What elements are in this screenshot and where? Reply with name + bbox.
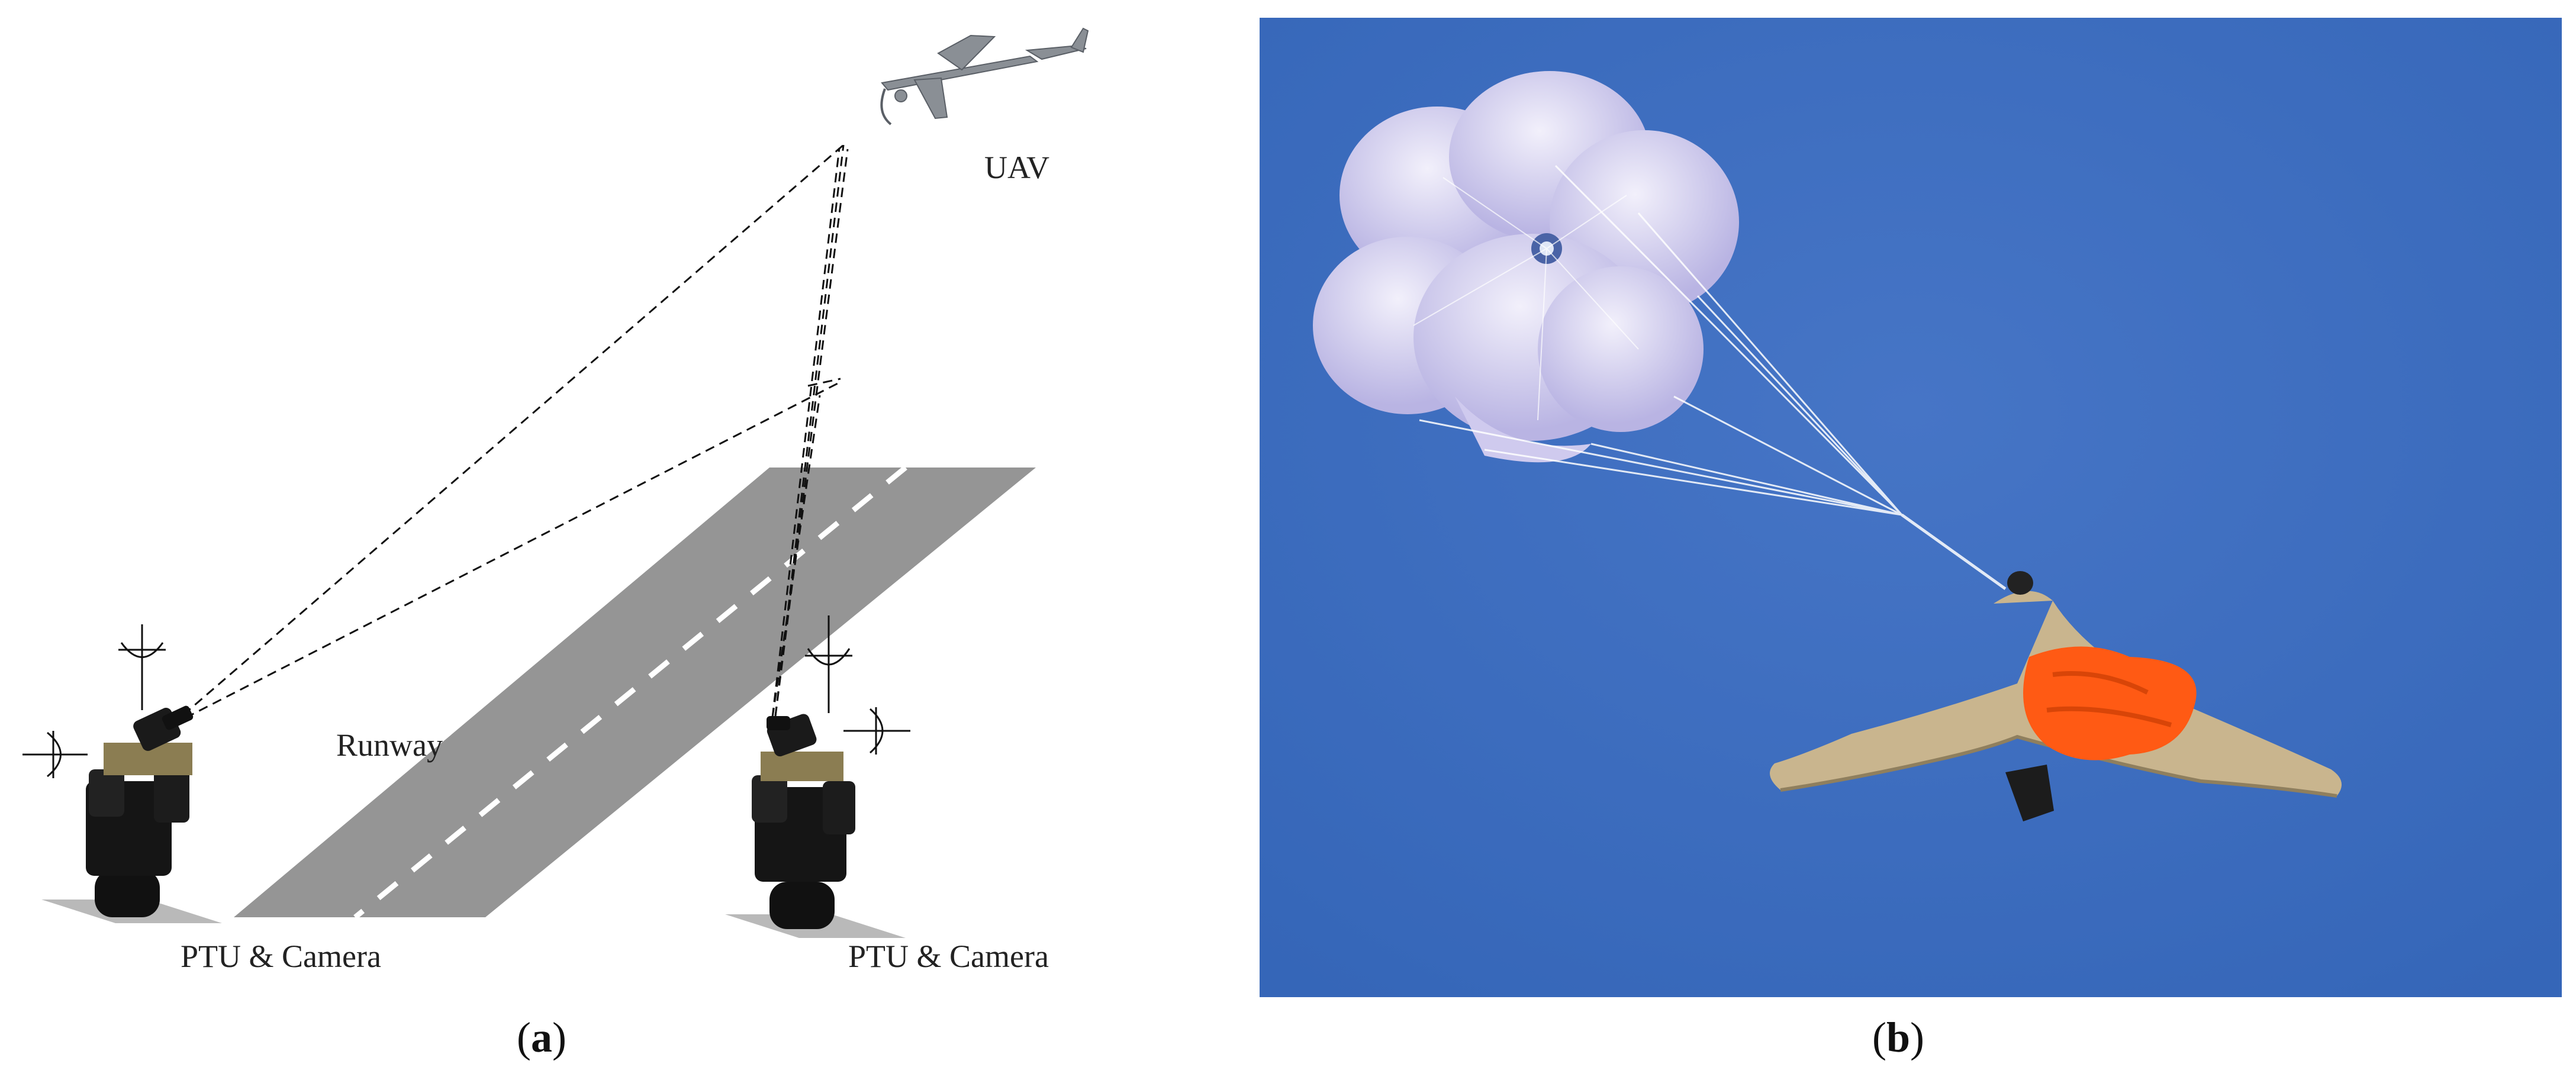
parachute-scene [1260, 18, 2562, 997]
rotation-axis-right [805, 615, 910, 755]
caption-a-letter: a [530, 1014, 552, 1061]
sight-lines [171, 144, 849, 726]
caption-a: (a) [517, 1014, 566, 1061]
panel-b-photo [1260, 18, 2562, 997]
caption-b-letter: b [1886, 1014, 1911, 1061]
panel-a-diagram: UAV Runway PTU & Camera PTU & Camera (a) [0, 0, 1243, 1080]
ptu-right [725, 714, 906, 938]
caption-b: (b) [1872, 1014, 1925, 1061]
uav-aircraft [880, 27, 1089, 125]
diagram-canvas [22, 27, 1089, 938]
ptu-camera-label-right: PTU & Camera [848, 939, 1049, 974]
ptu-camera-label-left: PTU & Camera [181, 939, 381, 974]
rotation-axis-left [22, 624, 166, 778]
uav-label: UAV [984, 150, 1050, 185]
drogue-chute [2023, 646, 2197, 760]
runway-strip [234, 465, 1036, 920]
runway-label: Runway [336, 727, 443, 763]
parachute-canopy [1313, 71, 1739, 463]
ptu-left [41, 705, 222, 923]
suspension-lines [1419, 165, 2007, 591]
